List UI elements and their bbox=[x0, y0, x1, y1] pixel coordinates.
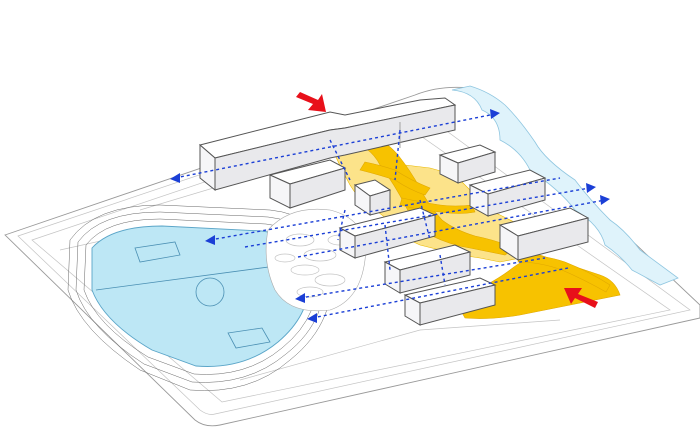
flow-arrow-3 bbox=[244, 187, 591, 248]
flow-arrow-v2 bbox=[337, 209, 346, 241]
flow-arrow-1-head bbox=[170, 173, 180, 183]
entry-arrow-north bbox=[296, 92, 326, 112]
building-north-bar bbox=[198, 97, 457, 192]
flow-arrow-v4 bbox=[419, 199, 431, 241]
flow-arrow-v5 bbox=[384, 224, 391, 271]
flow-arrow-v6 bbox=[439, 254, 446, 286]
flow-arrow-5-head bbox=[295, 293, 305, 303]
flow-arrow-v1 bbox=[329, 139, 351, 181]
flow-arrow-2-head bbox=[205, 235, 215, 245]
flow-arrow-6-head bbox=[307, 313, 317, 323]
water-edge bbox=[451, 85, 679, 286]
flow-arrow-5 bbox=[299, 257, 546, 299]
courtyard-pattern bbox=[265, 208, 366, 312]
building-wing-1 bbox=[268, 159, 347, 209]
building-masses bbox=[198, 97, 590, 326]
dashed-flow-arrows bbox=[170, 109, 610, 323]
entry-arrow-southeast bbox=[564, 288, 598, 308]
flow-arrow-3-tail bbox=[586, 183, 596, 193]
building-central bbox=[353, 179, 392, 216]
building-wing-east-1 bbox=[438, 144, 497, 184]
entry-arrows bbox=[296, 92, 598, 308]
building-wing-east-3 bbox=[498, 207, 590, 261]
flow-arrow-6 bbox=[311, 267, 569, 319]
building-wing-east-2 bbox=[468, 169, 547, 217]
building-wing-south-1 bbox=[383, 244, 472, 294]
sports-field bbox=[67, 204, 332, 391]
flow-arrow-2 bbox=[209, 177, 561, 241]
flow-arrow-4 bbox=[297, 199, 606, 258]
flow-arrow-1 bbox=[174, 113, 496, 179]
flow-arrow-v3 bbox=[394, 129, 401, 181]
flow-arrow-1-tail bbox=[490, 109, 500, 119]
flow-arrow-4-tail bbox=[600, 195, 610, 205]
